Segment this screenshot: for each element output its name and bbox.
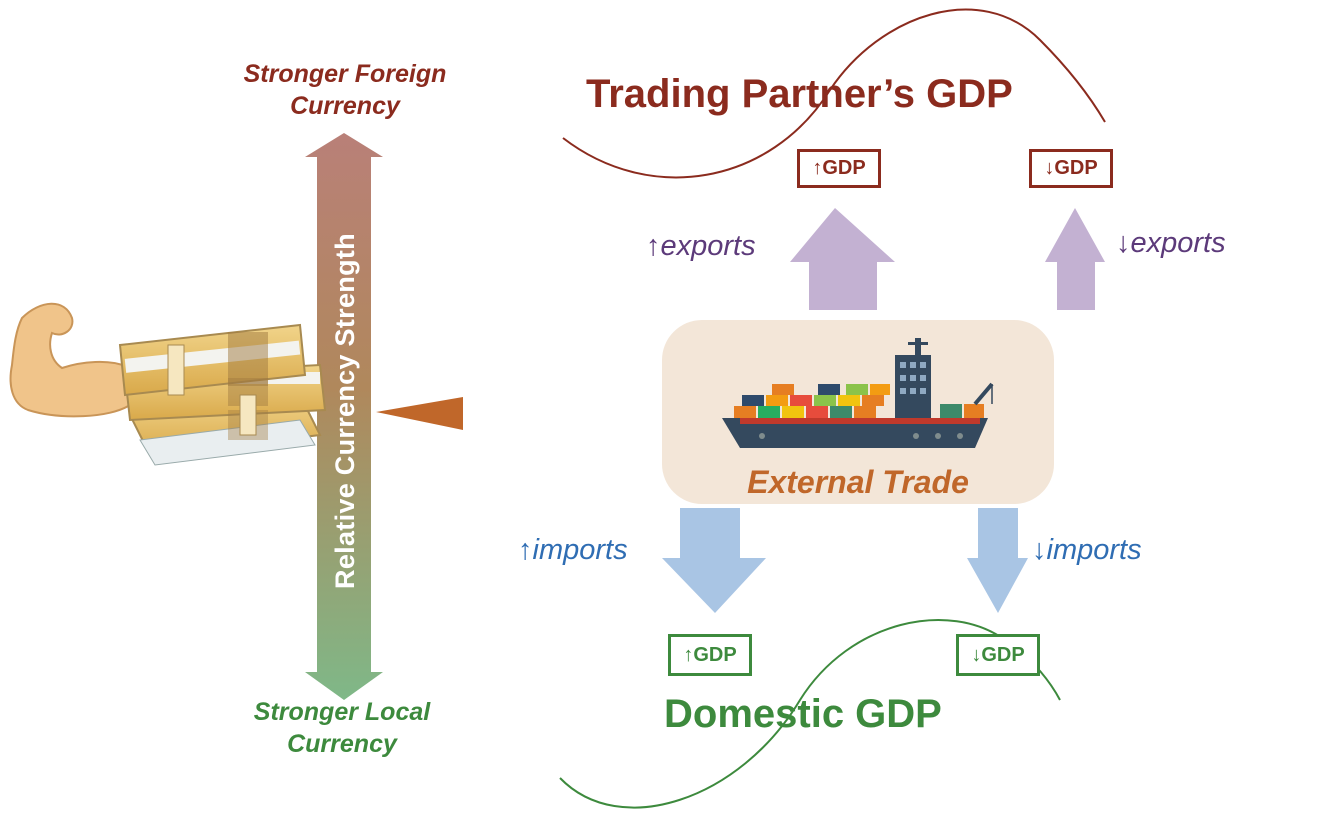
imports-down-arrow [967, 508, 1028, 613]
partner-gdp-curve [562, 8, 1106, 179]
exports-up-label: ↑exports [646, 230, 756, 262]
imports-up-label: ↑imports [518, 534, 628, 566]
domestic-gdp-title: Domestic GDP [664, 692, 942, 736]
external-trade-label: External Trade [747, 464, 969, 500]
trading-partner-gdp-title: Trading Partner’s GDP [586, 72, 1013, 116]
exports-up-arrow [790, 208, 895, 310]
partner-gdp-up-badge: ↑GDP [797, 149, 881, 188]
partner-gdp-down-badge: ↓GDP [1029, 149, 1113, 188]
currency-strength-axis [305, 133, 383, 700]
flexed-arm-icon [9, 302, 131, 418]
cash-bundles-icon [118, 323, 327, 466]
pointer-triangle-icon [376, 397, 463, 430]
domestic-gdp-down-badge: ↓GDP [956, 634, 1040, 676]
cargo-ship-icon [722, 338, 994, 448]
imports-down-label: ↓imports [1032, 534, 1142, 566]
relative-currency-strength-label: Relative Currency Strength [330, 233, 360, 589]
stronger-local-currency-label: Stronger Local Currency [253, 698, 431, 758]
imports-up-arrow [662, 508, 766, 613]
exports-down-label: ↓exports [1116, 227, 1226, 259]
domestic-gdp-up-badge: ↑GDP [668, 634, 752, 676]
exports-down-arrow [1045, 208, 1105, 310]
stronger-foreign-currency-label: Stronger Foreign Currency [243, 60, 447, 120]
